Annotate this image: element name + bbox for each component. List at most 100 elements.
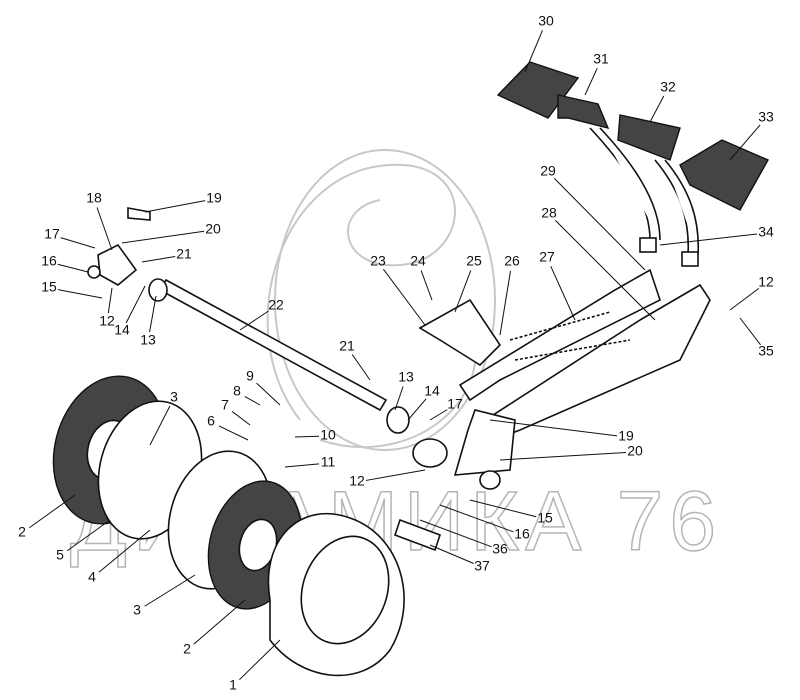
cross-shaft [148, 278, 410, 434]
callout-label-4: 4 [88, 569, 96, 585]
callout-label-19: 19 [618, 428, 634, 444]
callout-label-10: 10 [320, 427, 336, 443]
leader-line [420, 270, 433, 301]
leader-line [382, 268, 426, 326]
callout-label-11: 11 [321, 454, 336, 470]
leader-line [67, 519, 111, 552]
callout-label-22: 22 [268, 297, 284, 313]
leader-line [489, 419, 618, 437]
bracket-plate [418, 298, 502, 367]
callout-label-23: 23 [370, 253, 386, 269]
callout-label-12: 12 [99, 313, 115, 329]
leader-line [729, 287, 760, 311]
leader-line [57, 263, 89, 273]
callout-labels: 3031323329283427262524231918201721161512… [18, 13, 774, 693]
leader-lines [29, 30, 761, 681]
callout-label-28: 28 [541, 205, 557, 221]
leader-line [550, 265, 576, 321]
leader-line [57, 289, 103, 299]
leader-line [231, 411, 251, 426]
leader-line [419, 519, 492, 548]
callout-label-32: 32 [660, 79, 676, 95]
callout-label-12: 12 [349, 473, 365, 489]
leader-line [284, 463, 320, 468]
leader-line [218, 425, 249, 441]
leader-line [429, 544, 474, 564]
callout-label-18: 18 [86, 190, 102, 206]
leader-line [351, 354, 371, 381]
callout-label-26: 26 [504, 253, 520, 269]
callout-label-34: 34 [758, 224, 774, 240]
leader-line [121, 230, 205, 244]
leader-line [96, 207, 113, 251]
callout-label-3: 3 [133, 602, 141, 618]
callout-label-35: 35 [758, 343, 774, 359]
callout-label-15: 15 [41, 279, 57, 295]
callout-label-13: 13 [140, 332, 156, 348]
callout-label-25: 25 [466, 253, 482, 269]
callout-label-1: 1 [229, 677, 237, 693]
leader-line [144, 200, 206, 213]
leader-line [141, 255, 176, 263]
callout-label-16: 16 [514, 526, 530, 542]
callout-label-2: 2 [18, 524, 26, 540]
leader-line [394, 386, 404, 411]
leader-line [659, 233, 758, 246]
callout-label-37: 37 [474, 558, 490, 574]
callout-label-21: 21 [339, 338, 355, 354]
callout-label-31: 31 [593, 51, 609, 67]
leader-line [555, 220, 656, 321]
callout-label-24: 24 [410, 253, 426, 269]
callout-label-5: 5 [56, 547, 64, 563]
leader-line [499, 270, 512, 336]
callout-label-17: 17 [44, 226, 60, 242]
callout-label-29: 29 [540, 163, 556, 179]
leader-line [294, 435, 320, 438]
leader-line [407, 398, 427, 421]
leader-line [499, 452, 627, 461]
callout-label-6: 6 [207, 413, 215, 429]
leader-line [553, 178, 646, 271]
leader-line [149, 405, 171, 446]
leader-line [584, 67, 598, 96]
callout-label-12: 12 [758, 274, 774, 290]
leader-line [649, 95, 665, 123]
leader-line [469, 499, 537, 518]
callout-label-2: 2 [183, 641, 191, 657]
leader-line [60, 237, 96, 249]
pedal-assembly [412, 61, 769, 490]
left-bracket [97, 243, 138, 286]
leader-line [256, 382, 281, 406]
callout-label-3: 3 [170, 389, 178, 405]
leader-line [107, 287, 113, 314]
callout-label-14: 14 [424, 383, 440, 399]
leader-line [365, 469, 426, 481]
callout-label-14: 14 [114, 322, 130, 338]
leader-line [244, 395, 261, 406]
callout-label-9: 9 [246, 368, 254, 384]
leader-line [149, 295, 157, 333]
leader-line [439, 504, 514, 533]
callout-label-19: 19 [206, 190, 222, 206]
leader-line [524, 30, 543, 73]
callout-label-27: 27 [539, 249, 555, 265]
callout-label-17: 17 [447, 396, 463, 412]
leader-line [739, 317, 761, 346]
leader-line [729, 124, 761, 161]
callout-label-7: 7 [221, 397, 229, 413]
callout-label-16: 16 [41, 253, 57, 269]
callout-label-20: 20 [627, 443, 643, 459]
callout-label-13: 13 [398, 369, 414, 385]
callout-label-30: 30 [538, 13, 554, 29]
leader-line [239, 310, 269, 331]
callout-label-8: 8 [233, 383, 241, 399]
leader-line [125, 285, 146, 324]
brake-assembly [52, 375, 442, 677]
leader-line [193, 599, 246, 645]
leader-line [454, 270, 472, 313]
callout-label-15: 15 [537, 510, 553, 526]
callout-label-33: 33 [758, 109, 774, 125]
callout-label-36: 36 [492, 541, 508, 557]
leader-line [239, 639, 281, 681]
